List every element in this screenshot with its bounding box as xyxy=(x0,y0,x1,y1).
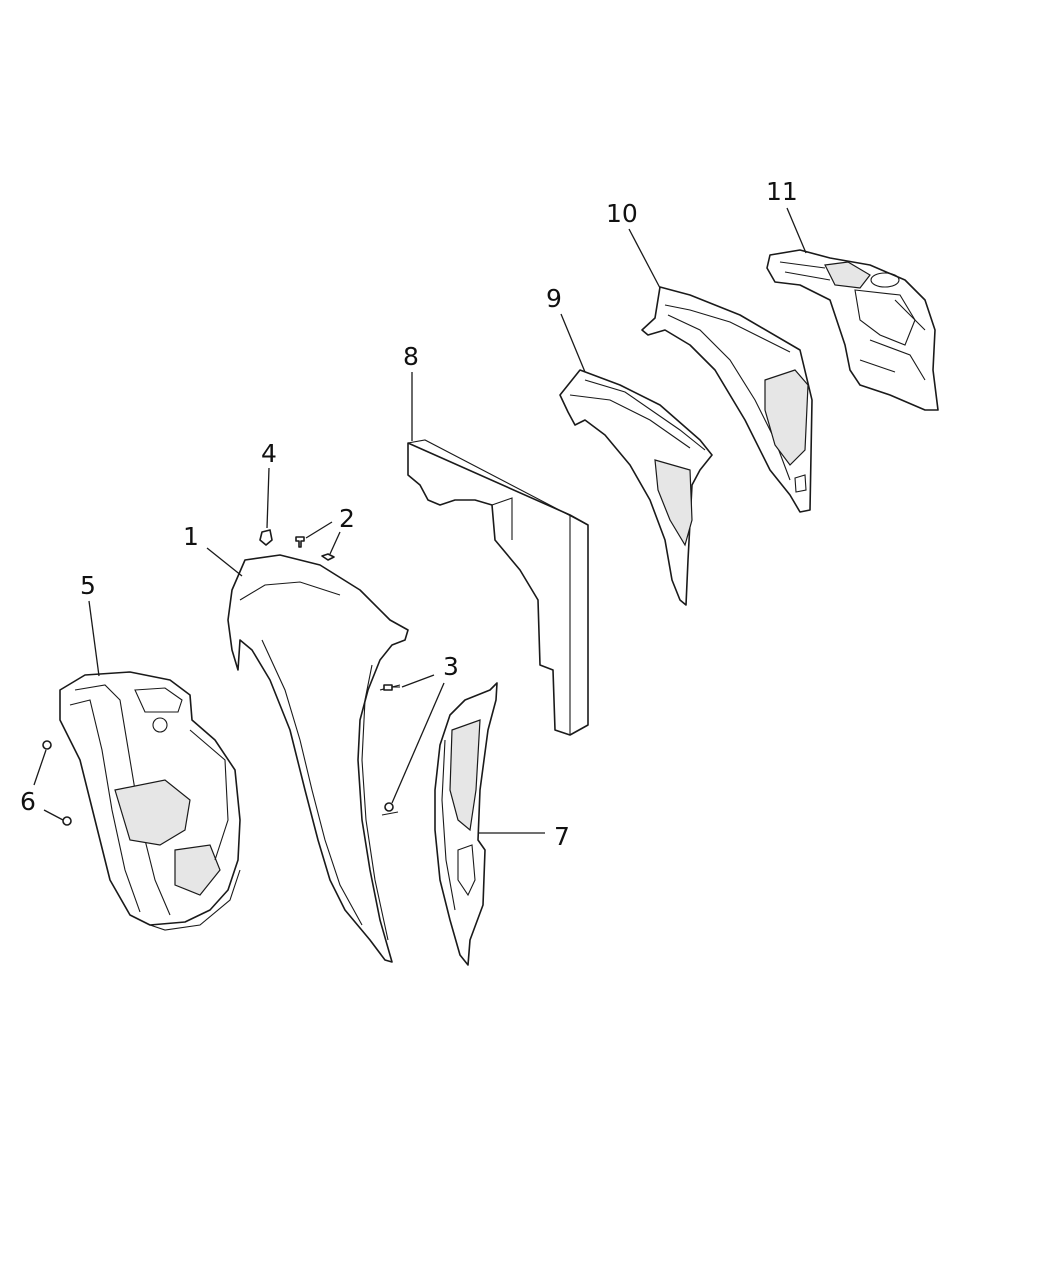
part-7-splash-shield xyxy=(434,682,498,966)
leader-3b xyxy=(391,682,445,804)
leader-3a xyxy=(401,674,435,688)
fastener-3-bolt-a xyxy=(383,684,400,691)
leader-4 xyxy=(266,467,270,529)
leader-5 xyxy=(88,600,100,677)
leader-6a xyxy=(33,749,47,786)
leader-11 xyxy=(786,207,807,254)
callout-6: 6 xyxy=(20,787,36,816)
fastener-4-clip xyxy=(259,529,273,546)
part-5-wheelhouse-liner xyxy=(59,671,241,931)
fastener-2-screw-a xyxy=(295,536,305,548)
part-11-shock-tower xyxy=(766,249,939,411)
fastener-6-nut-b xyxy=(62,816,72,826)
part-1-fender xyxy=(227,554,409,963)
leader-10 xyxy=(628,228,661,289)
leader-2b xyxy=(329,531,341,555)
callout-8: 8 xyxy=(403,342,419,371)
callout-7: 7 xyxy=(554,822,570,851)
leader-6b xyxy=(43,809,64,821)
callout-labels: 1 2 3 4 5 6 7 8 9 10 11 xyxy=(20,177,798,851)
callout-9: 9 xyxy=(546,284,562,313)
leader-9 xyxy=(560,313,586,373)
part-10-apron-panel xyxy=(641,286,813,513)
fastener-3-bolt-b xyxy=(384,802,394,812)
leader-1 xyxy=(206,547,243,577)
leader-2a xyxy=(305,521,333,539)
callout-5: 5 xyxy=(80,571,96,600)
callout-3: 3 xyxy=(443,652,459,681)
part-8-foam-block xyxy=(407,439,589,736)
callout-1: 1 xyxy=(183,522,199,551)
leader-lines xyxy=(33,207,807,834)
callout-10: 10 xyxy=(606,199,638,228)
fastener-6-nut-a xyxy=(42,740,52,750)
callout-11: 11 xyxy=(766,177,798,206)
callout-2: 2 xyxy=(339,504,355,533)
callout-4: 4 xyxy=(261,439,277,468)
fastener-2-screw-b xyxy=(321,553,335,561)
part-9-inner-fender-panel xyxy=(559,369,713,606)
